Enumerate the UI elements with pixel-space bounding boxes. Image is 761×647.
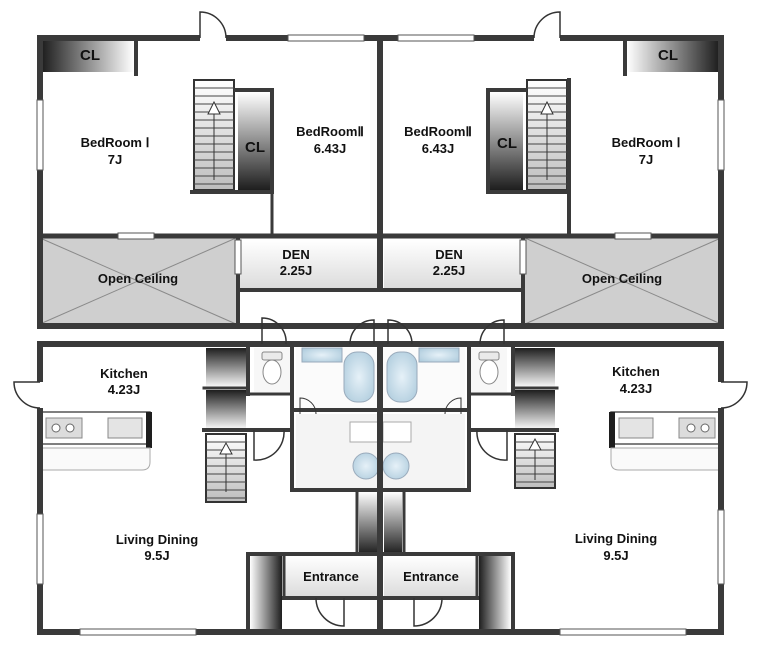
entrance-left-label: Entrance [303,569,359,584]
left-bedroom2-name: BedRoomⅡ [296,124,364,139]
hall-closet-right [384,492,402,554]
left-bedroom1-name: BedRoom Ⅰ [81,135,150,150]
closet-label-mid-left: CL [245,139,265,156]
kitchen-counter-right [609,411,720,471]
closet-label-upper-right: CL [658,47,678,64]
open-ceiling-left-label: Open Ceiling [98,271,178,286]
stairs-lower-right [514,433,556,489]
bath-fixtures [254,347,507,488]
stairs-upper-left [193,79,235,191]
den-right-size: 2.25J [433,263,466,278]
closet-upper-right [627,40,719,72]
entrance-right-label: Entrance [403,569,459,584]
upper-doors [199,11,561,42]
closet-lower-right-1 [515,348,555,388]
shoe-closet-right [479,555,511,629]
den-right-label: DEN [435,247,462,262]
kitchen-right-size: 4.23J [620,381,653,396]
closet-label-mid-right: CL [497,135,517,152]
lower-windows [36,509,725,636]
kitchen-left-label: Kitchen [100,366,148,381]
living-dining-right-size: 9.5J [603,548,628,563]
living-dining-right-label: Living Dining [575,531,657,546]
kitchen-counter-left [41,411,152,471]
den-left-size: 2.25J [280,263,313,278]
lower-walls [37,341,724,635]
entrance-right-area [384,556,478,596]
living-dining-left-size: 9.5J [144,548,169,563]
den-left-label: DEN [282,247,309,262]
upper-windows [36,34,725,275]
entrance-left-area [283,556,377,596]
den-left-area [240,240,377,288]
lower-doors [13,317,748,627]
right-bedroom2-size: 6.43J [422,141,455,156]
closet-lower-left-1 [206,348,246,388]
stairs-lower-left [205,433,247,503]
open-ceiling-right-label: Open Ceiling [582,271,662,286]
closet-mid-left [238,92,271,190]
den-right-area [384,240,521,288]
closet-mid-right [490,92,523,190]
right-bedroom2-name: BedRoomⅡ [404,124,472,139]
stairs-upper-right [526,79,568,191]
shoe-closet-left [250,555,282,629]
closet-label-upper-left: CL [80,47,100,64]
kitchen-right-label: Kitchen [612,364,660,379]
right-bedroom1-name: BedRoom Ⅰ [612,135,681,150]
left-bedroom2-size: 6.43J [314,141,347,156]
left-bedroom1-size: 7J [108,152,122,167]
closet-lower-left-2 [206,390,246,430]
closet-upper-left [42,40,134,72]
living-dining-left-label: Living Dining [116,532,198,547]
right-bedroom1-size: 7J [639,152,653,167]
hall-closet-left [359,492,377,554]
closet-lower-right-2 [515,390,555,430]
kitchen-left-size: 4.23J [108,382,141,397]
